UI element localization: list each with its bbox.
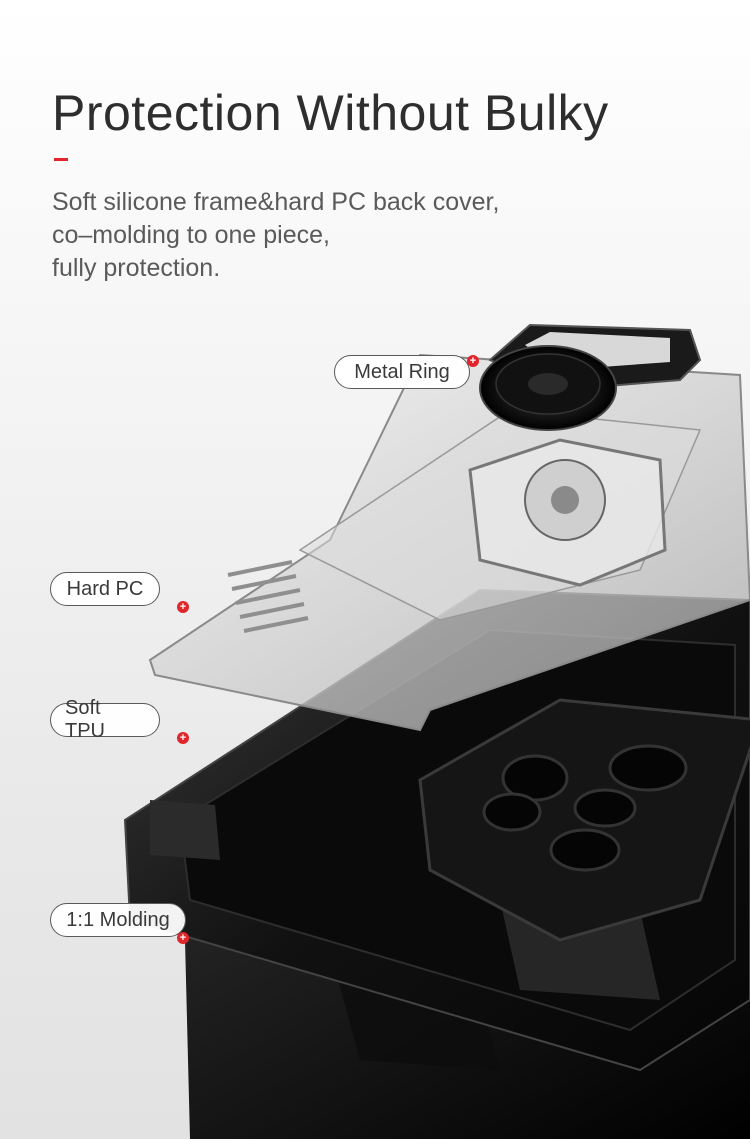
callout-soft-tpu-label: Soft TPU <box>65 697 105 742</box>
accent-divider <box>54 158 68 161</box>
callout-hard-pc: Hard PC <box>50 572 160 606</box>
plus-icon: + <box>177 932 189 944</box>
hard-pc-back-cover <box>148 353 750 732</box>
plus-icon: + <box>177 601 189 613</box>
description-line-1: Soft silicone frame&hard PC back cover, <box>52 188 500 216</box>
plus-icon: + <box>177 732 189 744</box>
callout-hard-pc-label: Hard PC <box>66 577 144 600</box>
callout-metal-ring: Metal Ring <box>334 355 470 389</box>
soft-tpu-frame <box>123 588 750 1072</box>
description-line-3: fully protection. <box>52 254 221 282</box>
metal-ring-kickstand <box>479 323 702 431</box>
callout-molding: 1:1 Molding <box>50 903 186 937</box>
callout-molding-label: 1:1 Molding <box>66 908 170 931</box>
phone-case-exploded-view <box>123 323 750 1139</box>
plus-icon: + <box>467 355 479 367</box>
callout-metal-ring-label: Metal Ring <box>354 360 450 383</box>
callout-soft-tpu: Soft TPU <box>50 697 160 742</box>
page-title: Protection Without Bulky <box>52 85 609 141</box>
description-line-2: co–molding to one piece, <box>52 221 330 249</box>
feature-description: Soft silicone frame&hard PC back cover, … <box>52 186 499 285</box>
